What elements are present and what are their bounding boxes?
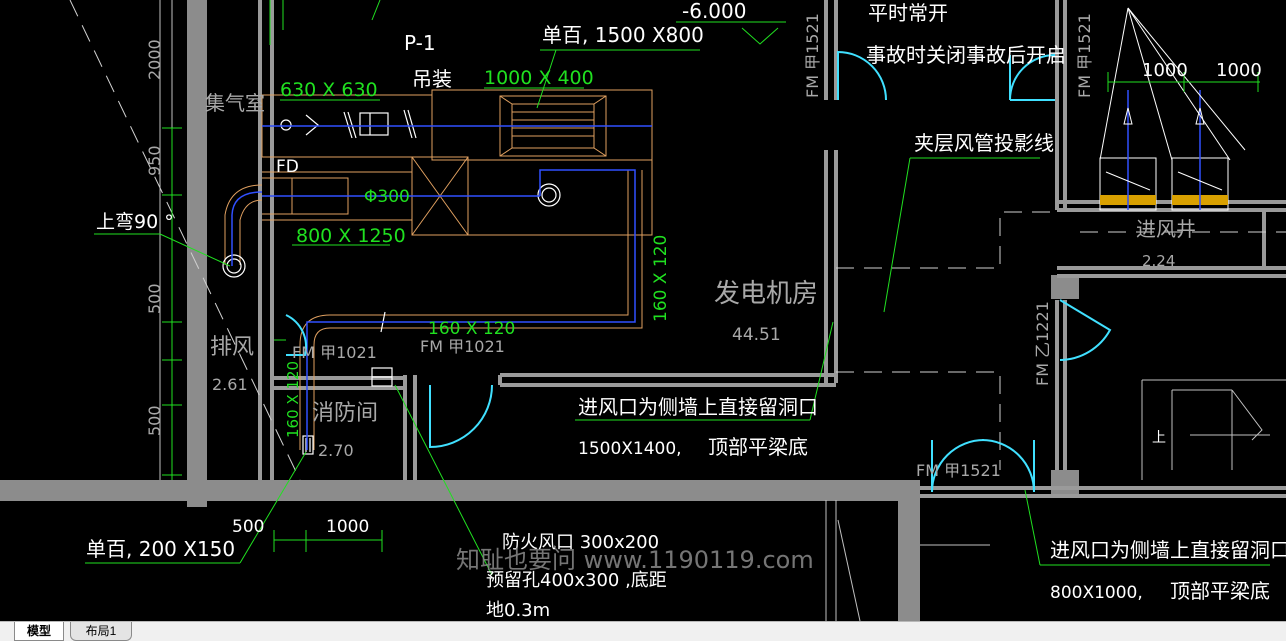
louver-top-label: 单百, 1500 X800 xyxy=(542,23,704,47)
duct-centerlines xyxy=(231,125,652,450)
dim-950: 950 xyxy=(145,145,164,176)
dim-2000: 2000 xyxy=(145,39,164,80)
room-exhaust: 排风 xyxy=(210,335,254,360)
dash-lines xyxy=(69,0,1286,481)
tab-layout1[interactable]: 布局1 xyxy=(70,622,132,641)
note-fire-close: 事故时关闭事故后开启 xyxy=(866,43,1066,67)
area-generator: 44.51 xyxy=(732,325,781,345)
shaft-dim-1: 1000 xyxy=(1142,60,1188,81)
duct-components xyxy=(222,109,561,455)
room-generator: 发电机房 xyxy=(714,279,818,309)
labels-green: 630 X 630 1000 X 400 Φ300 800 X 1250 160… xyxy=(280,67,671,438)
fire-damper-label: 防火风口 300x200 xyxy=(502,532,659,553)
doors xyxy=(285,50,1112,493)
leader-lines xyxy=(85,0,1270,576)
dim-500-a: 500 xyxy=(145,283,164,314)
fd-tag: FD xyxy=(276,157,299,177)
door-fm-bottom: FM 甲1521 xyxy=(916,461,1001,480)
dim-1000: 1000 xyxy=(326,517,369,537)
shaft-fans xyxy=(1099,7,1246,211)
door-fm-yi: FM 乙1221 xyxy=(1033,301,1052,386)
area-exhaust: 2.61 xyxy=(212,375,248,394)
layout-tab-bar: 模型 布局1 xyxy=(0,621,1286,641)
watermark: 知耻也要问 www.1190119.com xyxy=(456,546,814,574)
intake-beam-2: 顶部平梁底 xyxy=(1170,579,1270,603)
grille-top-label: 1000 X 400 xyxy=(484,67,594,89)
walls xyxy=(0,0,1079,621)
intake-beam-1: 顶部平梁底 xyxy=(708,435,808,459)
level-mark: -6.000 xyxy=(682,0,746,23)
mezz-duct-label: 夹层风管投影线 xyxy=(914,131,1054,155)
note-normal-open: 平时常开 xyxy=(868,1,948,25)
elbow-note: 上弯90 ° xyxy=(96,211,174,233)
duct-630-label: 630 X 630 xyxy=(280,79,378,101)
tab-model[interactable]: 模型 xyxy=(14,622,64,641)
intake-note-1: 进风口为侧墙上直接留洞口 xyxy=(578,395,818,419)
fan-mount: 吊装 xyxy=(412,67,452,91)
door-fm-top: FM 甲1521 xyxy=(803,13,822,98)
area-intake-shaft: 2.24 xyxy=(1142,252,1175,270)
duct-160-v2-label: 160 X 120 xyxy=(284,361,302,438)
duct-800-label: 800 X 1250 xyxy=(296,225,406,247)
labels-grey: 集气室 排风 2.61 消防间 2.70 发电机房 44.51 进风井 2.24… xyxy=(145,13,1196,480)
floor-dist-label: 地0.3m xyxy=(486,600,550,621)
door-fm-a: FM 甲1021 xyxy=(292,343,377,362)
room-intake-shaft: 进风井 xyxy=(1136,217,1196,241)
door-fm-top2: FM 甲1521 xyxy=(1075,13,1094,98)
area-fire: 2.70 xyxy=(318,441,354,460)
shaft-dim-2: 1000 xyxy=(1216,60,1262,81)
cad-drawing-canvas[interactable]: -6.000 P-1 吊装 单百, 1500 X800 平时常开 事故时关闭事故… xyxy=(0,0,1286,621)
labels-white: -6.000 P-1 吊装 单百, 1500 X800 平时常开 事故时关闭事故… xyxy=(86,0,1286,621)
up-mark: 上 xyxy=(1152,430,1166,446)
reserved-hole-label: 预留孔400x300 ,底距 xyxy=(486,570,667,591)
dim-500-b: 500 xyxy=(145,405,164,436)
intake-size-1: 1500X1400, xyxy=(578,439,682,459)
room-fire: 消防间 xyxy=(312,401,378,426)
fan-tag: P-1 xyxy=(404,31,436,55)
intake-size-2: 800X1000, xyxy=(1050,583,1143,603)
intake-note-2: 进风口为侧墙上直接留洞口 xyxy=(1050,538,1286,562)
duct-160-v1-label: 160 X 120 xyxy=(651,235,671,322)
dim-500-c: 500 xyxy=(232,517,264,537)
louver-bottom-label: 单百, 200 X150 xyxy=(86,537,235,561)
wall-lines xyxy=(258,0,1286,498)
thin-lines xyxy=(159,0,1286,621)
room-plenum: 集气室 xyxy=(205,91,265,115)
phi300-label: Φ300 xyxy=(364,187,410,207)
duct-160-h-label: 160 X 120 xyxy=(428,319,515,339)
door-fm-b: FM 甲1021 xyxy=(420,337,505,356)
